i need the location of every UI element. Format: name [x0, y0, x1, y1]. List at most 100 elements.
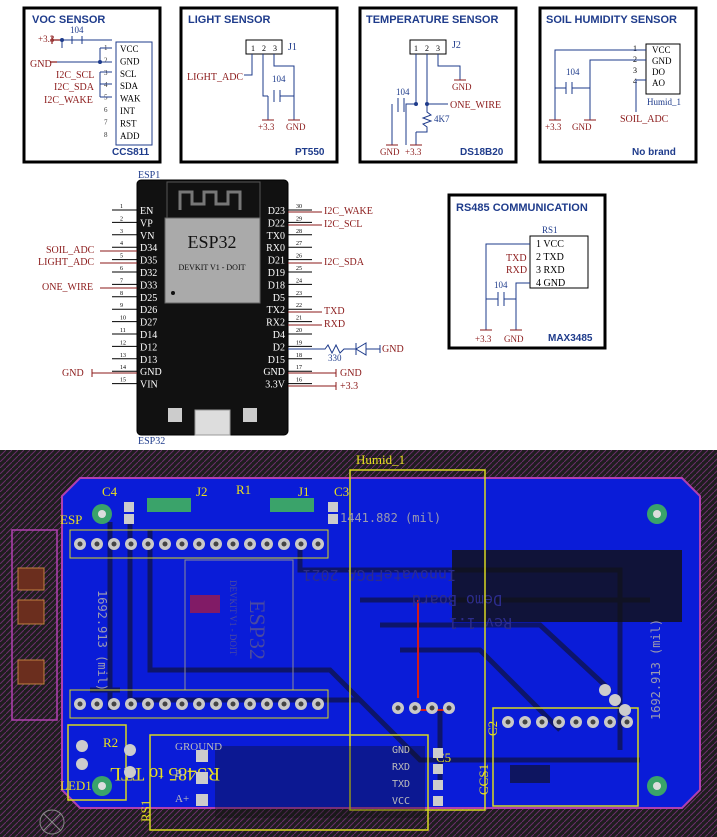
rs485-pin-3: 3 RXD: [536, 265, 565, 276]
header-pad-hole: [247, 541, 253, 547]
esp-net-gnd-right: GND: [340, 368, 362, 379]
pcb-label-j1: J1: [298, 484, 310, 499]
header-pad-hole: [196, 541, 202, 547]
rs485-title: RS485 COMMUNICATION: [456, 202, 588, 214]
esp-right-pin-d2: D2: [273, 342, 285, 353]
esp-right-pin-d5: D5: [273, 293, 285, 304]
esp-net-vcc: +3.3: [340, 381, 358, 392]
esp-left-pin-d32: D32: [140, 268, 157, 279]
esp-left-pin-num: 15: [120, 378, 126, 384]
header-pad-hole: [607, 719, 613, 725]
header-pad-hole: [77, 701, 83, 707]
voc-part: CCS811: [112, 147, 150, 158]
voc-pin-num: 8: [104, 131, 108, 139]
voc-pin-num: 4: [104, 81, 108, 89]
esp-right-pin-num: 19: [296, 340, 302, 346]
rs-pin-gnd: GND: [392, 745, 410, 756]
header-pad-hole: [128, 701, 134, 707]
esp-left-pin-d12: D12: [140, 342, 157, 353]
header-pad-hole: [94, 541, 100, 547]
esp-right-pin-rx2: RX2: [266, 318, 285, 329]
esp-right-pin-rx0: RX0: [266, 243, 285, 254]
esp-left-pin-vn: VN: [140, 231, 154, 242]
esp-left-pin-d14: D14: [140, 330, 157, 341]
silk-line-3: Rev 1.1: [449, 614, 512, 632]
pcb-label-ccs: CCS1: [476, 764, 491, 795]
esp-chip-sub: DEVKIT V1 - DOIT: [178, 263, 245, 272]
esp-right-pin-d18: D18: [268, 280, 285, 291]
header-pad-hole: [395, 705, 401, 711]
light-part: PT550: [295, 147, 325, 158]
soil-net: SOIL_ADC: [620, 114, 669, 125]
esp-left-pin-en: EN: [140, 206, 153, 217]
voc-vcc: +3.3: [38, 34, 55, 44]
soil-ref: Humid_1: [647, 97, 681, 107]
header-pad-hole: [298, 541, 304, 547]
voc-pin-num: 3: [104, 69, 108, 77]
rs485-pin-1: 1 VCC: [536, 239, 564, 250]
soil-gnd: GND: [572, 122, 592, 132]
esp-right-pin-d21: D21: [268, 256, 285, 267]
esp-right-pin-num: 18: [296, 353, 302, 359]
header-pad-hole: [247, 701, 253, 707]
header-pad-hole: [196, 701, 202, 707]
header-pad-hole: [315, 541, 321, 547]
header-pad-hole: [264, 541, 270, 547]
pcb-label-led: LED1: [60, 778, 92, 793]
esp-left-pin-d13: D13: [140, 355, 157, 366]
header-pad-hole: [162, 541, 168, 547]
soil-cap: 104: [566, 67, 580, 77]
esp-left-pin-num: 5: [120, 254, 123, 260]
header-pad-hole: [230, 541, 236, 547]
esp-right-pin-num: 24: [296, 278, 302, 284]
voc-pin-num: 7: [104, 118, 108, 126]
header-pad-hole: [111, 541, 117, 547]
soil-pin-do: DO: [652, 67, 665, 77]
top-components: [124, 498, 338, 524]
pcb-label-c4: C4: [102, 484, 118, 499]
voc-pin-num: 5: [104, 94, 108, 102]
schematic: VOC SENSOR CCS811 VCC1GND2SCL3SDA4WAK5IN…: [22, 6, 698, 447]
rs485-net-txd: TXD: [506, 253, 527, 264]
rs485-gnd: GND: [504, 334, 524, 344]
mid-header: [392, 702, 455, 714]
header-pad-hole: [111, 701, 117, 707]
pcb-label-esp: ESP: [60, 512, 82, 527]
header-pad-hole: [429, 705, 435, 711]
voc-pin-int: INT: [120, 106, 135, 116]
header-pad-hole: [179, 701, 185, 707]
header-pad-hole: [213, 701, 219, 707]
header-pad-hole: [145, 541, 151, 547]
esp-right-pin-tx2: TX2: [267, 305, 285, 316]
temp-vcc: +3.3: [405, 147, 422, 157]
esp-right-pin-num: 30: [296, 204, 302, 210]
light-cap: 104: [272, 74, 286, 84]
esp-right-pin-d4: D4: [273, 330, 285, 341]
esp-ref-bottom: ESP32: [138, 436, 165, 447]
esp-left-pin-num: 12: [120, 340, 126, 346]
esp-right-pin-num: 20: [296, 328, 302, 334]
rs485-ref: RS1: [542, 225, 558, 235]
temp-title: TEMPERATURE SENSOR: [366, 14, 498, 26]
header-pad-hole: [573, 719, 579, 725]
esp-right-pin-num: 28: [296, 229, 302, 235]
esp-left-pin-d26: D26: [140, 305, 157, 316]
voc-sensor-block: VOC SENSOR CCS811 VCC1GND2SCL3SDA4WAK5IN…: [22, 6, 162, 164]
esp-right-pin-gnd: GND: [263, 367, 285, 378]
voc-net-wake: I2C_WAKE: [44, 95, 93, 106]
dimension-h: 1441.882 (mil): [340, 511, 441, 525]
silk-line-1: InnovateFPGA 2021: [302, 566, 456, 584]
temp-cap: 104: [396, 87, 410, 97]
esp-right-pin-num: 17: [296, 365, 302, 371]
esp-chip-name: ESP32: [187, 232, 236, 252]
esp-ref-top: ESP1: [138, 170, 160, 181]
temp-ref: J2: [452, 40, 461, 51]
soil-pin-num: 1: [633, 44, 637, 53]
esp-left-pin-num: 10: [120, 316, 126, 322]
header-pad-hole: [522, 719, 528, 725]
esp-net-rxd: RXD: [324, 319, 345, 330]
esp-left-pin-num: 11: [120, 328, 126, 334]
esp-net-gnd-left: GND: [62, 368, 84, 379]
voc-pin-rst: RST: [120, 118, 137, 128]
esp-right-pin-num: 26: [296, 254, 302, 260]
